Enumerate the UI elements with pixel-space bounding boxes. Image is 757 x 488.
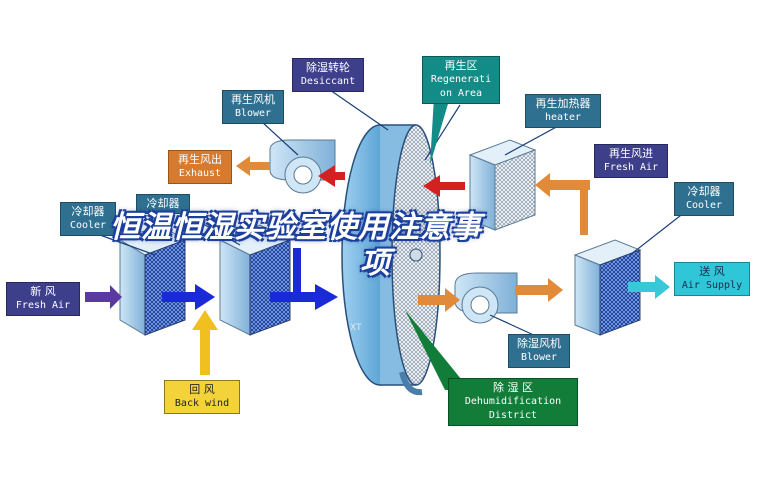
exhaust-label: 再生风出 Exhaust (168, 150, 232, 184)
fresh-air-arrow (85, 285, 122, 309)
dehum-blower-label-cn: 除湿风机 (517, 337, 561, 350)
overlay-title-line1: 恒温恒湿实验室使用注意事 (110, 210, 482, 245)
air-supply-label: 送 风 Air Supply (674, 262, 750, 296)
regen-fresh-air-label-cn: 再生风进 (609, 147, 653, 160)
fresh-air-label: 新 风 Fresh Air (6, 282, 80, 316)
regen-fresh-air-label: 再生风进 Fresh Air (594, 144, 668, 178)
overlay-title: 恒温恒湿实验室使用注意事 项 (110, 210, 670, 282)
red-arrow-heater (423, 175, 465, 197)
blue-arrow-1 (162, 284, 215, 310)
dehum-blower-label-en: Blower (520, 352, 558, 363)
orange-vertical (580, 180, 588, 235)
regen-heater-label-en: heater (544, 112, 582, 123)
regen-blower-unit (269, 139, 336, 194)
cooler-left2-label-cn: 冷却器 (146, 197, 180, 210)
regeneration-area-label: 再生区 Regenerati on Area (422, 56, 500, 104)
dehum-blower-unit (454, 272, 518, 324)
regen-heater-label: 再生加热器 heater (525, 94, 601, 128)
back-wind-label-en: Back wind (174, 398, 230, 409)
regen-fresh-air-label-en: Fresh Air (603, 162, 659, 173)
cooler-right-label-cn: 冷却器 (687, 185, 721, 198)
orange-arrow-dehum-2 (515, 278, 563, 302)
right-cooler-unit (573, 239, 642, 336)
middle-cooler-unit (218, 224, 292, 336)
cooler-left-label-cn: 冷却器 (71, 205, 105, 218)
dehum-district-label-cn: 除 湿 区 (493, 381, 533, 394)
exhaust-label-en: Exhaust (178, 168, 222, 179)
dehum-district-label-en2: District (488, 410, 538, 421)
dehum-district-label-en1: Dehumidification (464, 396, 562, 407)
cooler-right-label-en: Cooler (685, 200, 723, 211)
desiccant-label: 除湿转轮 Desiccant (292, 58, 364, 92)
dehum-district-pointer (405, 310, 470, 390)
air-flow-arrows (85, 156, 670, 375)
cooler-left2-label: 冷却器 (136, 194, 190, 214)
orange-arrow-regen-in (535, 173, 590, 197)
back-wind-arrow (192, 310, 218, 375)
cooler-right-label: 冷却器 Cooler (674, 182, 734, 216)
regen-heater-unit (468, 139, 537, 231)
regen-blower-label-en: Blower (234, 108, 272, 119)
regen-blower-label-cn: 再生风机 (231, 93, 275, 106)
blue-arrow-2 (270, 284, 338, 310)
air-supply-label-en: Air Supply (681, 280, 743, 291)
air-supply-label-cn: 送 风 (699, 265, 725, 278)
regen-heater-label-cn: 再生加热器 (535, 97, 591, 110)
wheel-watermark: XT (350, 323, 362, 333)
regeneration-label-en1: Regenerati (430, 74, 492, 85)
back-wind-label: 回 风 Back wind (164, 380, 240, 414)
dehum-blower-label: 除湿风机 Blower (508, 334, 570, 368)
desiccant-label-cn: 除湿转轮 (306, 61, 350, 74)
fresh-air-label-cn: 新 风 (30, 285, 56, 298)
cooler-left-label-en: Cooler (69, 220, 107, 231)
cooler-left-label: 冷却器 Cooler (60, 202, 116, 236)
back-wind-label-cn: 回 风 (189, 383, 215, 396)
overlay-title-line2: 项 (360, 246, 391, 281)
regen-blower-label: 再生风机 Blower (222, 90, 284, 124)
fresh-air-label-en: Fresh Air (15, 300, 71, 311)
red-arrow-exhaust (318, 165, 345, 187)
dehum-district-label: 除 湿 区 Dehumidification District (448, 378, 578, 426)
desiccant-wheel (341, 124, 441, 396)
desiccant-label-en: Desiccant (300, 76, 356, 87)
blue-vertical-bar (293, 248, 301, 298)
exhaust-label-cn: 再生风出 (178, 153, 222, 166)
orange-arrow-exhaust (236, 156, 270, 176)
supply-arrow (628, 275, 670, 299)
left-cooler-unit (118, 224, 187, 336)
regeneration-label-cn: 再生区 (444, 59, 478, 72)
regeneration-label-en2: on Area (439, 88, 483, 99)
orange-arrow-dehum (418, 288, 460, 312)
